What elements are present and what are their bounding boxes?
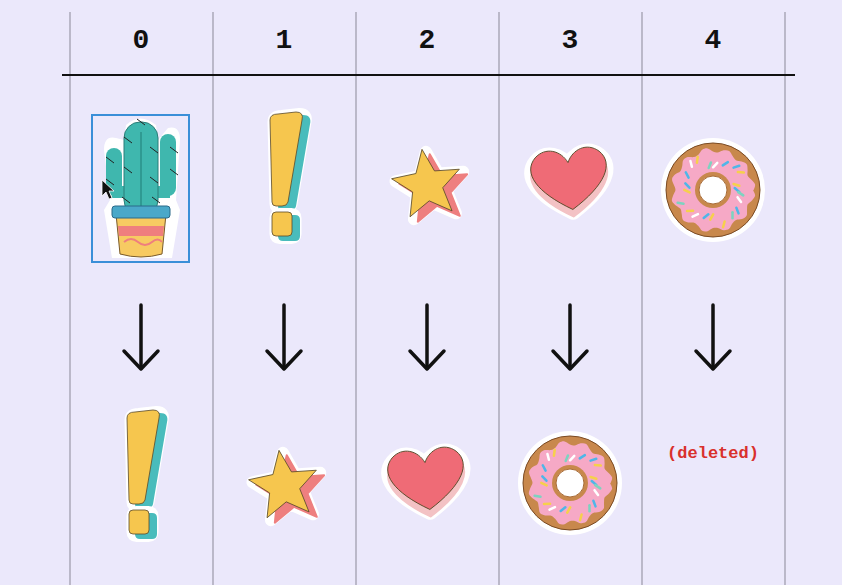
heart-icon xyxy=(529,145,611,220)
heart-icon xyxy=(386,445,468,520)
column-divider xyxy=(355,12,356,585)
star-icon xyxy=(245,445,330,526)
column-index: 1 xyxy=(276,25,293,56)
column-index: 2 xyxy=(419,25,436,56)
header-rule xyxy=(62,74,795,76)
column-index: 4 xyxy=(705,25,722,56)
column-index: 3 xyxy=(562,25,579,56)
exclamation-icon xyxy=(127,410,166,538)
selection-box xyxy=(92,115,189,262)
donut-icon xyxy=(661,138,765,242)
cactus-icon xyxy=(104,119,180,259)
column-divider xyxy=(784,12,785,585)
down-arrow xyxy=(267,305,301,369)
down-arrow xyxy=(410,305,444,369)
column-divider xyxy=(641,12,642,585)
column-index: 0 xyxy=(133,25,150,56)
star-icon xyxy=(388,144,473,225)
column-divider xyxy=(498,12,499,585)
down-arrow xyxy=(124,305,158,369)
column-divider xyxy=(69,12,70,585)
donut-icon xyxy=(518,431,622,535)
column-divider xyxy=(212,12,213,585)
down-arrow xyxy=(696,305,730,369)
exclamation-icon xyxy=(270,112,309,240)
mouse-cursor xyxy=(102,180,114,199)
down-arrow xyxy=(553,305,587,369)
status-note: (deleted) xyxy=(667,444,759,463)
